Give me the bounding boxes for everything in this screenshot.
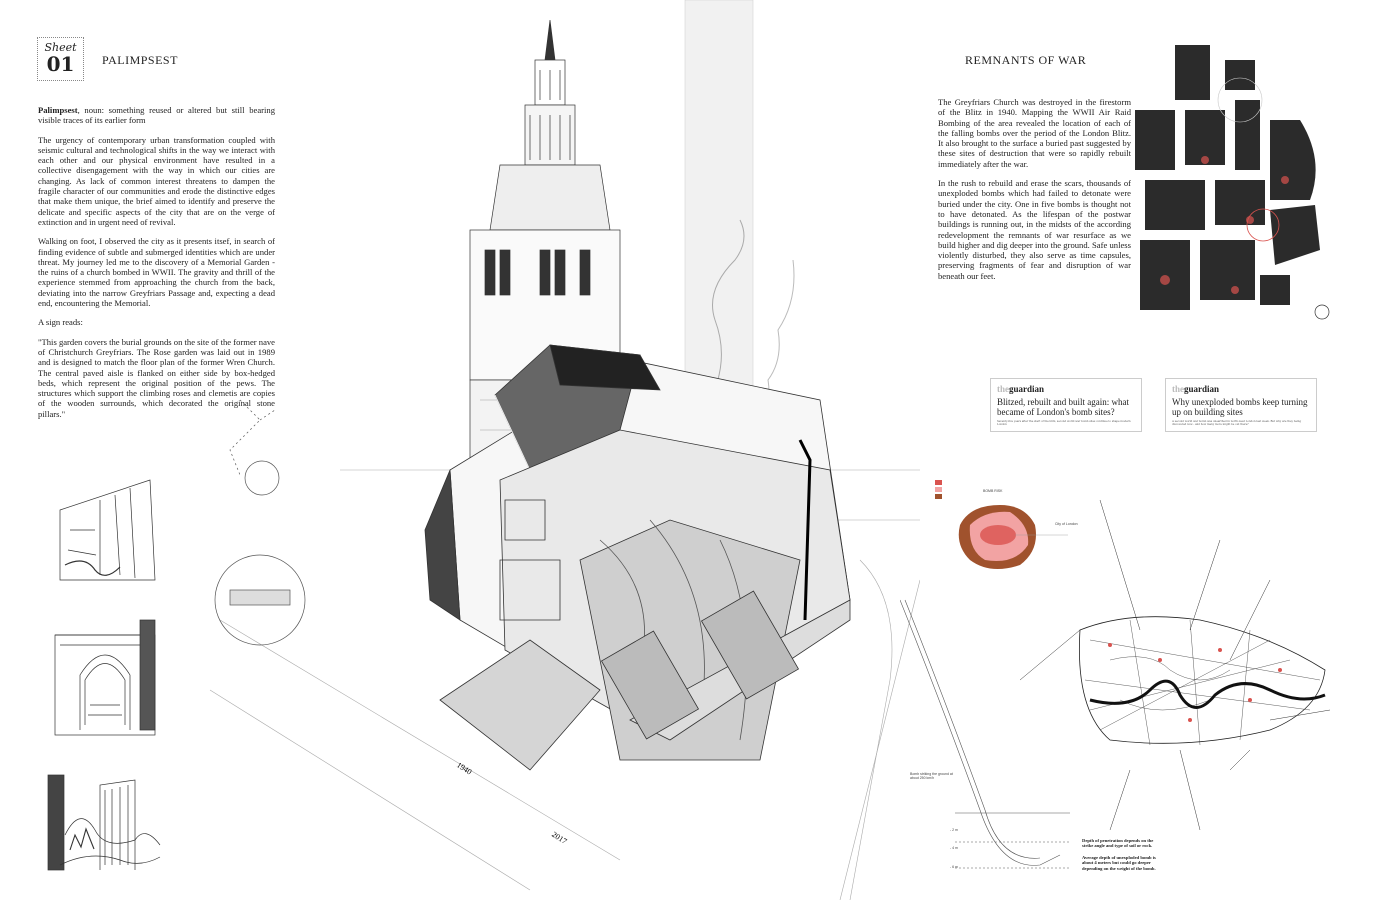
sheet-number: 01 [46, 52, 75, 76]
sketch-archway [54, 619, 156, 736]
detail-callouts [214, 399, 306, 646]
paragraph: A sign reads: [38, 317, 83, 328]
news-standfirst: A second world war bomb was unearthed in… [1172, 420, 1302, 427]
church-axonometric-drawing: 1704 1940 2017 [209, 0, 920, 900]
site-figure-ground-map [1135, 45, 1330, 320]
timeline-year: 1940 [455, 760, 473, 776]
sheet-number-box: Sheet 01 [37, 37, 84, 81]
section-title: REMNANTS OF WAR [965, 53, 1087, 67]
city-label: City of London [1055, 522, 1078, 526]
page-title: PALIMPSEST [102, 53, 178, 67]
definition-body: , noun: something reused or altered but … [38, 105, 275, 126]
london-bomb-heatmap [935, 480, 1068, 569]
guardian-logo: theguardian [1172, 384, 1220, 394]
north-arrow-icon [1314, 304, 1330, 320]
sketch-gate [47, 774, 161, 871]
depth-note: Average depth of unexploded bomb is abou… [1082, 855, 1156, 871]
paragraph: Walking on foot, I observed the city as … [38, 236, 275, 309]
definition: Palimpsest, noun: something reused or al… [38, 105, 275, 126]
church-body [424, 344, 851, 771]
paragraph: The urgency of contemporary urban transf… [38, 134, 275, 227]
depth-label: - 6 m [950, 865, 958, 869]
news-headline: Why unexploded bombs keep turning up on … [1172, 397, 1308, 417]
paragraph: "This garden covers the burial grounds o… [38, 336, 275, 419]
news-standfirst: Seventy-five years after the start of th… [997, 420, 1131, 427]
heatmap-title: BOMB RISK [983, 489, 1003, 493]
definition-term: Palimpsest [38, 105, 78, 115]
depth-note: Depth of penetration depends on the stri… [1082, 838, 1154, 849]
guardian-logo: theguardian [997, 384, 1045, 394]
bomb-trajectory-diagram [900, 599, 1070, 869]
intro-text: Palimpsest, noun: something reused or al… [38, 105, 275, 428]
sketch-passage [59, 479, 156, 581]
remnants-text: The Greyfriars Church was destroyed in t… [938, 97, 1131, 290]
news-headline: Blitzed, rebuilt and built again: what b… [997, 397, 1129, 417]
sheet-label: Sheet [44, 41, 77, 54]
depth-label: - 2 m [950, 828, 958, 832]
timeline-year: 2017 [550, 830, 568, 846]
news-card[interactable]: theguardian Why unexploded bombs keep tu… [1165, 378, 1317, 432]
news-card[interactable]: theguardian Blitzed, rebuilt and built a… [990, 378, 1142, 432]
bomb-callout-lines [1019, 499, 1331, 831]
bomb-strike-note: Bomb striking the ground at about 250 km… [910, 772, 953, 781]
paragraph: In the rush to rebuild and erase the sca… [938, 178, 1131, 281]
sketch-column [47, 479, 161, 871]
paragraph: The Greyfriars Church was destroyed in t… [938, 97, 1131, 169]
depth-label: - 4 m [950, 846, 958, 850]
london-unexploded-bombs-map [1079, 616, 1326, 746]
